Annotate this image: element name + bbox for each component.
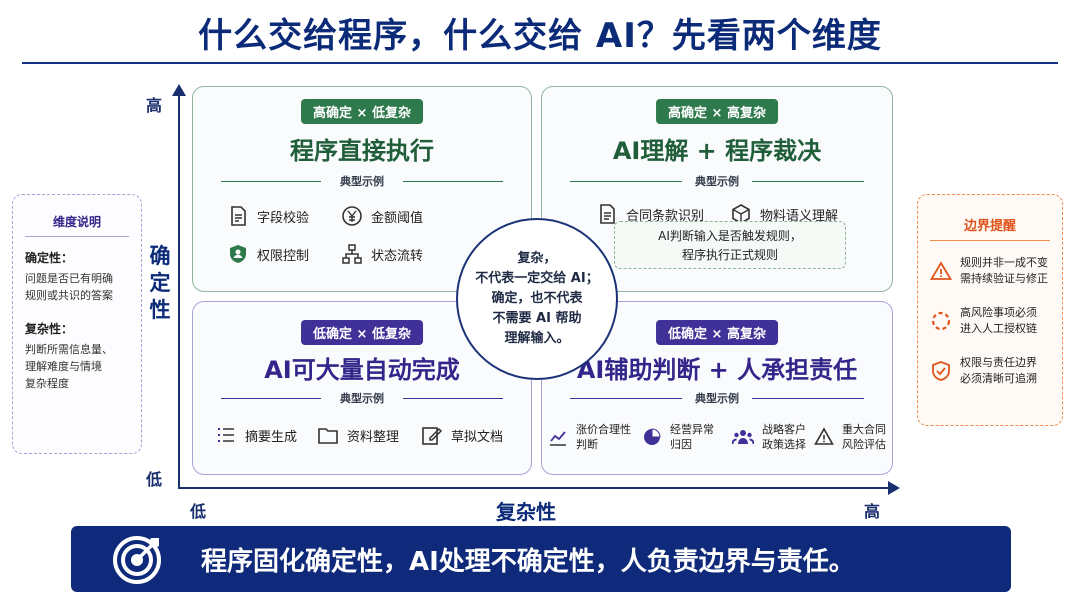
center-callout-text: 复杂， 不代表一定交给 AI； 确定，也不代表 不需要 AI 帮助 理解输入。 (475, 251, 599, 346)
dimension-explanation-panel: 维度说明 确定性： 问题是否已有明确 规则或共识的答案 复杂性： 判断所需信息量… (12, 194, 142, 454)
panel-title: 边界提醒 (963, 219, 1016, 234)
quadrant-title: 程序直接执行 (290, 137, 434, 165)
quadrant-badge: 低确定 × 高复杂 (656, 320, 778, 345)
example-item: 战略客户 政策选择 (732, 422, 816, 452)
examples-header: 典型示例 (542, 173, 892, 189)
examples-header: 典型示例 (193, 173, 531, 189)
examples-label: 典型示例 (340, 392, 384, 405)
examples-header: 典型示例 (542, 390, 892, 406)
x-axis-low-label: 低 (190, 502, 207, 521)
target-icon (113, 536, 161, 584)
center-callout: 复杂， 不代表一定交给 AI； 确定，也不代表 不需要 AI 帮助 理解输入。 (456, 218, 618, 380)
example-item: 金额阈值 (341, 205, 423, 227)
divider (403, 181, 503, 182)
title-underline (22, 62, 1058, 64)
rule-note-box: AI判断输入是否触发规则， 程序执行正式规则 (614, 221, 846, 269)
example-item: 权限控制 (227, 243, 309, 265)
section-body: 判断所需信息量、 理解难度与情境 复杂程度 (25, 343, 113, 390)
y-axis-high-label: 高 (146, 96, 163, 115)
y-axis-arrow-icon (172, 84, 186, 96)
document-icon (600, 204, 615, 224)
shield-user-icon (230, 245, 246, 263)
panel-title: 维度说明 (52, 215, 101, 229)
example-item: 涨价合理性 判断 (548, 422, 632, 452)
list-icon (218, 428, 234, 442)
examples-label: 典型示例 (695, 175, 739, 188)
page-title: 什么交给程序，什么交给 AI？先看两个维度 (198, 16, 882, 56)
divider (752, 181, 864, 182)
quadrant-title: AI理解 + 程序裁决 (612, 137, 822, 165)
section-body: 问题是否已有明确 规则或共识的答案 (25, 272, 113, 302)
examples-label: 典型示例 (695, 392, 739, 405)
divider (25, 236, 129, 237)
reminder-item: 权限与责任边界 必须清晰可追溯 (930, 355, 1050, 387)
quadrant-badge: 高确定 × 高复杂 (656, 99, 778, 124)
x-axis-arrow-icon (888, 481, 900, 495)
divider (403, 398, 503, 399)
warning-icon (814, 427, 834, 445)
summary-banner-text: 程序固化确定性，AI处理不确定性，人负责边界与责任。 (201, 547, 855, 577)
users-icon (732, 430, 754, 445)
x-axis-high-label: 高 (864, 502, 881, 521)
divider (570, 181, 682, 182)
quadrant-low-certainty-high-complexity: 低确定 × 高复杂 AI辅助判断 + 人承担责任 典型示例 涨价合理性 判断 经… (541, 301, 893, 475)
quadrant-badge: 低确定 × 低复杂 (301, 320, 423, 345)
warning-icon (930, 261, 952, 280)
divider (570, 398, 682, 399)
dashed-circle-icon (931, 311, 951, 331)
example-item: 资料整理 (317, 424, 399, 446)
document-check-icon (231, 206, 246, 226)
edit-icon (422, 427, 443, 445)
section-heading: 复杂性： (25, 322, 74, 336)
x-axis (178, 487, 890, 489)
y-axis (178, 92, 180, 488)
pie-chart-icon (644, 428, 661, 445)
example-item: 字段校验 (227, 205, 309, 227)
y-axis-title: 确 定 性 (149, 244, 171, 322)
section-heading: 确定性： (25, 251, 74, 265)
example-item: 摘要生成 (215, 424, 297, 446)
divider (930, 240, 1050, 241)
quadrant-high-certainty-low-complexity: 高确定 × 低复杂 程序直接执行 典型示例 字段校验 金额阈值 权限控制 状态流… (192, 86, 532, 292)
x-axis-title: 复杂性 (496, 500, 556, 524)
reminder-item: 高风险事项必须 进入人工授权链 (930, 305, 1050, 337)
quadrant-title: AI辅助判断 + 人承担责任 (576, 356, 858, 384)
example-item: 重大合同 风险评估 (814, 422, 894, 452)
reminder-item: 规则并非一成不变 需持续验证与修正 (930, 255, 1050, 287)
y-axis-low-label: 低 (146, 470, 163, 489)
folder-icon (318, 428, 338, 444)
example-item: 合同条款识别 (596, 203, 704, 225)
example-item: 草拟文档 (421, 424, 503, 446)
divider (752, 398, 864, 399)
trend-chart-icon (550, 431, 566, 446)
divider (221, 181, 321, 182)
boundary-reminder-panel: 边界提醒 规则并非一成不变 需持续验证与修正 高风险事项必须 进入人工授权链 权… (917, 194, 1063, 426)
divider (221, 398, 321, 399)
flow-chart-icon (342, 244, 362, 264)
shield-check-icon (932, 361, 950, 381)
quadrant-badge: 高确定 × 低复杂 (301, 99, 423, 124)
summary-banner: 程序固化确定性，AI处理不确定性，人负责边界与责任。 (71, 526, 1011, 592)
yen-icon (342, 206, 362, 226)
example-item: 状态流转 (341, 243, 423, 265)
examples-header: 典型示例 (193, 390, 531, 406)
example-item: 经营异常 归因 (642, 422, 724, 452)
quadrant-title: AI可大量自动完成 (264, 356, 460, 384)
examples-label: 典型示例 (340, 175, 384, 188)
